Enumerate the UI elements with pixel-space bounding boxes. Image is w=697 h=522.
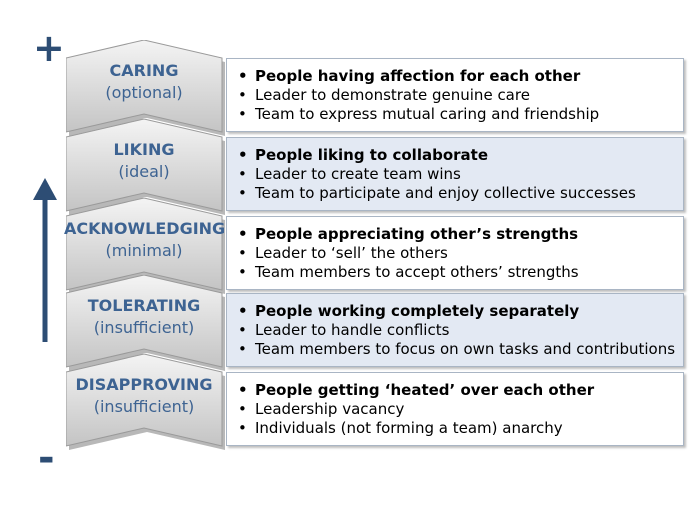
list-item: Leadership vacancy [227, 400, 683, 419]
bullet-list: People liking to collaborateLeader to cr… [227, 146, 683, 203]
chevron-tolerating [66, 275, 225, 371]
chevron-disapproving [66, 354, 225, 450]
level-name: LIKING [113, 140, 175, 159]
up-arrow-icon [33, 178, 57, 342]
chevron-liking [66, 119, 225, 215]
level-label: ACKNOWLEDGING (minimal) [64, 218, 226, 262]
level-description-box: People appreciating other’s strengthsLea… [226, 216, 684, 290]
bullet-list: People getting ‘heated’ over each otherL… [227, 381, 683, 438]
plus-sign: + [33, 26, 65, 70]
level-description-box: People having affection for each otherLe… [226, 58, 684, 132]
level-qualifier: (ideal) [118, 162, 170, 181]
level-qualifier: (insufficient) [93, 397, 195, 416]
level-name: TOLERATING [87, 296, 201, 315]
list-item: Leader to handle conflicts [227, 321, 683, 340]
chevron-acknowledging [66, 198, 225, 294]
list-item: Leader to create team wins [227, 165, 683, 184]
level-qualifier: (minimal) [105, 241, 183, 260]
level-label: LIKING (ideal) [64, 139, 224, 183]
lead-point: People liking to collaborate [227, 146, 683, 165]
level-name: CARING [109, 61, 179, 80]
list-item: Leader to demonstrate genuine care [227, 86, 683, 105]
list-item: Leader to ‘sell’ the others [227, 244, 683, 263]
level-description-box: People working completely separatelyLead… [226, 293, 684, 367]
level-qualifier: (optional) [105, 83, 183, 102]
bullet-list: People appreciating other’s strengthsLea… [227, 225, 683, 282]
lead-point: People appreciating other’s strengths [227, 225, 683, 244]
level-description-box: People liking to collaborateLeader to cr… [226, 137, 684, 211]
list-item: Team members to accept others’ strengths [227, 263, 683, 282]
chevron-caring [66, 40, 225, 136]
lead-point: People getting ‘heated’ over each other [227, 381, 683, 400]
list-item: Team to express mutual caring and friend… [227, 105, 683, 124]
level-label: CARING (optional) [64, 60, 224, 104]
lead-point: People working completely separately [227, 302, 683, 321]
bullet-list: People having affection for each otherLe… [227, 67, 683, 124]
level-name: ACKNOWLEDGING [64, 219, 226, 238]
list-item: Team to participate and enjoy collective… [227, 184, 683, 203]
level-qualifier: (insufficient) [93, 318, 195, 337]
bullet-list: People working completely separatelyLead… [227, 302, 683, 359]
level-name: DISAPPROVING [75, 375, 213, 394]
minus-sign: - [38, 435, 55, 481]
level-label: DISAPPROVING (insufficient) [64, 374, 224, 418]
level-description-box: People getting ‘heated’ over each otherL… [226, 372, 684, 446]
list-item: Individuals (not forming a team) anarchy [227, 419, 683, 438]
list-item: Team members to focus on own tasks and c… [227, 340, 683, 359]
level-label: TOLERATING (insufficient) [64, 295, 224, 339]
lead-point: People having affection for each other [227, 67, 683, 86]
